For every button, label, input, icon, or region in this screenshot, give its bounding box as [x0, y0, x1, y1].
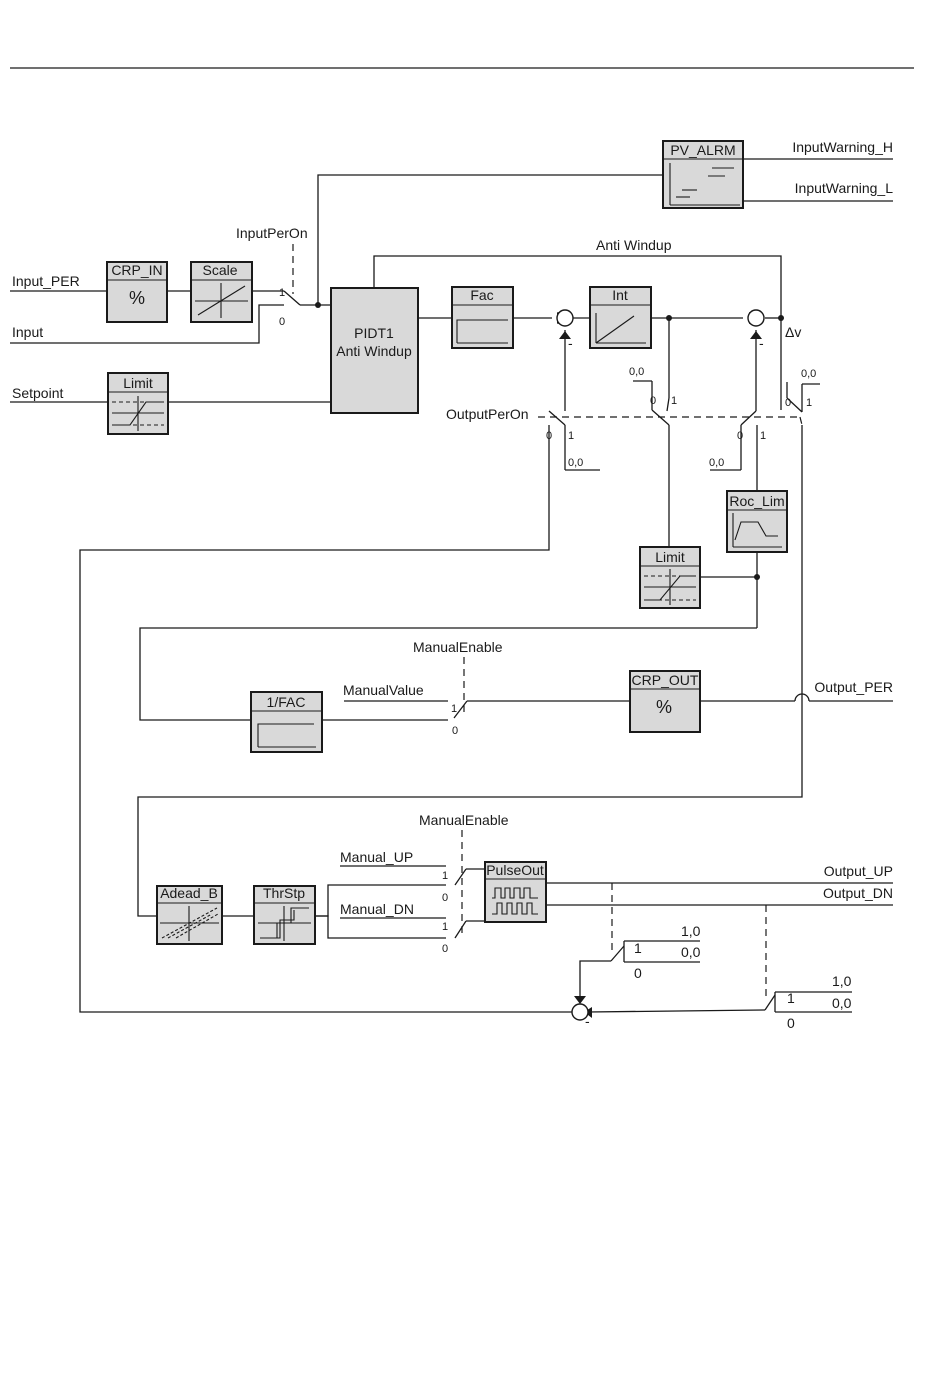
inv-fac-label: 1/FAC: [267, 694, 306, 710]
output-per-on-label: OutputPerOn: [446, 406, 529, 422]
output-up-label: Output_UP: [824, 863, 893, 879]
manual-dn-label: Manual_DN: [340, 901, 414, 917]
pv-alrm-block: PV_ALRM: [662, 140, 744, 209]
percent-icon: %: [656, 697, 672, 717]
scale-label: Scale: [202, 262, 237, 278]
fac-label: Fac: [470, 287, 493, 303]
switch-pos-0: 0: [634, 965, 642, 981]
sum-junction-2: [747, 309, 765, 327]
switch-pos-1: 1: [442, 921, 448, 933]
switch-pos-1: 1: [634, 940, 642, 956]
signal-labels: Input_PER Input Setpoint InputPerOn Anti…: [12, 139, 893, 917]
step-icon: [257, 723, 314, 747]
switch-pos-0: 0: [737, 430, 743, 442]
pidt1-block: PIDT1 Anti Windup: [330, 287, 419, 414]
crp-out-block: CRP_OUT %: [629, 670, 701, 733]
switch-pos-1: 1: [568, 430, 574, 442]
output-dn-label: Output_DN: [823, 885, 893, 901]
switch-value-1-0: 1,0: [681, 923, 701, 939]
crp-out-label: CRP_OUT: [632, 672, 699, 688]
switch-pos-0: 0: [787, 1015, 795, 1031]
step-icon: [456, 319, 508, 343]
threshold-step-icon: [258, 906, 311, 941]
switch-pos-1: 1: [279, 287, 285, 299]
adead-b-label: Adead_B: [160, 885, 218, 901]
switch-pos-1: 1: [671, 395, 677, 407]
scale-ramp-icon: [195, 283, 248, 318]
roc-lim-label: Roc_Lim: [729, 493, 784, 509]
minus-sign: -: [759, 335, 764, 351]
output-limit-label: Limit: [655, 549, 685, 565]
pidt1-label: PIDT1: [354, 325, 394, 341]
integrator-icon: [595, 315, 635, 344]
scale-block: Scale: [190, 261, 253, 323]
alarm-thresholds-icon: [669, 163, 740, 206]
setpoint-label: Setpoint: [12, 385, 63, 401]
switch-terminal-labels: 1 0 0 1 0,0 0,0 0 1 0 1 0,0 0 1 0,0 1 0 …: [279, 287, 852, 1031]
percent-icon: %: [129, 288, 145, 308]
output-limit-block: Limit: [639, 546, 701, 609]
switch-pos-0: 0: [650, 395, 656, 407]
switch-pos-0: 0: [452, 725, 458, 737]
input-warning-l-label: InputWarning_L: [795, 180, 894, 196]
int-label: Int: [612, 287, 628, 303]
pulseout-label: PulseOut: [486, 862, 544, 878]
anti-windup-label: Anti Windup: [596, 237, 672, 253]
manual-value-label: ManualValue: [343, 682, 424, 698]
input-per-label: Input_PER: [12, 273, 80, 289]
switch-pos-1: 1: [451, 703, 457, 715]
pulseout-block: PulseOut: [484, 861, 547, 923]
roc-lim-block: Roc_Lim: [726, 490, 788, 553]
adead-b-block: Adead_B: [156, 885, 223, 945]
arrowheads: [557, 312, 762, 1018]
switch-pos-1: 1: [787, 990, 795, 1006]
crp-in-block: CRP_IN %: [106, 261, 168, 323]
setpoint-limit-label: Limit: [123, 375, 153, 391]
output-per-label: Output_PER: [814, 679, 893, 695]
minus-sign: -: [585, 1013, 590, 1029]
switch-pos-1: 1: [442, 870, 448, 882]
limiter-icon: [112, 396, 164, 431]
int-block: Int: [589, 286, 652, 349]
crp-in-label: CRP_IN: [111, 262, 162, 278]
thrstp-block: ThrStp: [253, 885, 316, 945]
switch-value-0-0: 0,0: [568, 457, 583, 469]
ramp-limit-icon: [732, 513, 782, 548]
switch-value-0-0: 0,0: [832, 995, 852, 1011]
thrstp-label: ThrStp: [263, 885, 305, 901]
switch-pos-1: 1: [760, 430, 766, 442]
pv-alrm-label: PV_ALRM: [670, 142, 735, 158]
inv-fac-block: 1/FAC: [250, 691, 323, 753]
minus-sign: -: [568, 335, 573, 351]
switch-value-1-0: 1,0: [832, 973, 852, 989]
sum-junction-1: [556, 309, 574, 327]
switch-pos-0: 0: [546, 430, 552, 442]
input-warning-h-label: InputWarning_H: [792, 139, 893, 155]
switch-pos-0: 0: [785, 397, 791, 409]
pidt1-sublabel: Anti Windup: [336, 343, 412, 359]
manual-up-label: Manual_UP: [340, 849, 413, 865]
signal-wires: [10, 158, 893, 1013]
input-per-on-label: InputPerOn: [236, 225, 308, 241]
limiter-icon: [644, 569, 696, 605]
switch-pos-1: 1: [806, 397, 812, 409]
switch-pos-0: 0: [442, 943, 448, 955]
junction-dots: [315, 302, 784, 580]
switch-pos-0: 0: [442, 892, 448, 904]
manual-enable-label: ManualEnable: [413, 639, 503, 655]
sum-junction-3: [571, 1003, 589, 1021]
deadband-icon: [160, 906, 219, 941]
delta-v-label: Δv: [785, 324, 801, 340]
switch-pos-0: 0: [279, 316, 285, 328]
switch-value-0-0: 0,0: [709, 457, 724, 469]
setpoint-limit-block: Limit: [107, 372, 169, 435]
switch-value-0-0: 0,0: [801, 368, 816, 380]
pulse-train-icon: [492, 887, 538, 915]
switch-value-0-0: 0,0: [681, 944, 701, 960]
input-label: Input: [12, 324, 43, 340]
manual-enable-label: ManualEnable: [419, 812, 509, 828]
switch-value-0-0: 0,0: [629, 366, 644, 378]
fac-block: Fac: [451, 286, 514, 349]
